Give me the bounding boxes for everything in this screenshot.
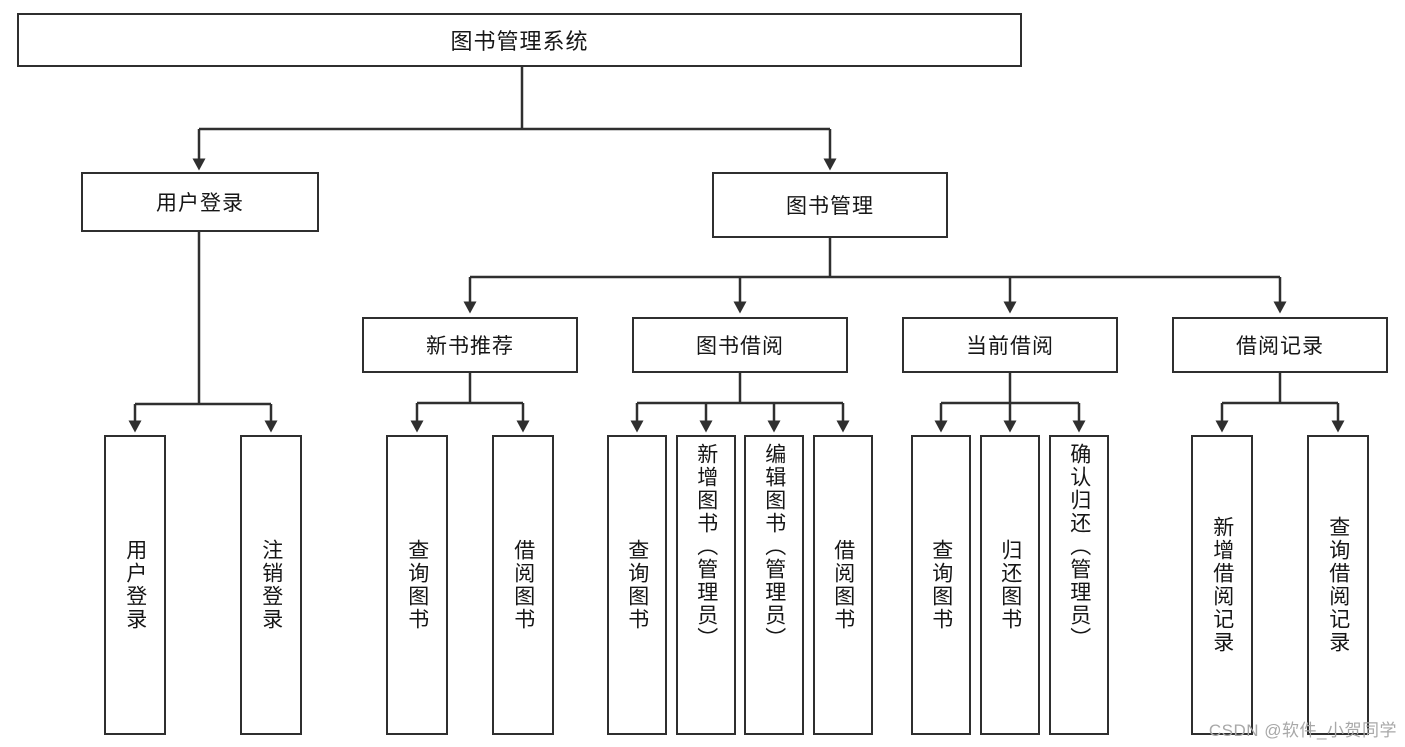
node-label: 图书管理系统 (450, 29, 589, 54)
leaf-label: 借阅图书 (511, 539, 535, 631)
leaf-borrow-query-book[interactable]: 查询图书 (607, 435, 667, 735)
leaf-user-login[interactable]: 用户登录 (104, 435, 166, 735)
leaf-text-wrap: 确认归还（管理员） (1051, 437, 1107, 739)
leaf-label: 查询图书 (625, 539, 649, 631)
leaf-text-wrap: 注销登录 (242, 437, 300, 733)
leaf-current-confirm-return-admin[interactable]: 确认归还（管理员） (1049, 435, 1109, 735)
leaf-record-add-borrow-record[interactable]: 新增借阅记录 (1191, 435, 1253, 735)
leaf-text-wrap: 用户登录 (106, 437, 164, 733)
node-new-book-recommend[interactable]: 新书推荐 (362, 317, 578, 373)
leaf-label: 查询图书 (929, 539, 953, 631)
node-book-borrow[interactable]: 图书借阅 (632, 317, 848, 373)
leaf-label: 新增借阅记录 (1210, 516, 1234, 654)
leaf-text-wrap: 查询图书 (609, 437, 665, 733)
leaf-label: 归还图书 (998, 539, 1022, 631)
leaf-current-query-book[interactable]: 查询图书 (911, 435, 971, 735)
leaf-label: 新增图书（管理员） (694, 443, 718, 650)
leaf-record-query-borrow-record[interactable]: 查询借阅记录 (1307, 435, 1369, 735)
leaf-label: 查询图书 (405, 539, 429, 631)
leaf-text-wrap: 编辑图书（管理员） (746, 437, 802, 739)
leaf-user-logout[interactable]: 注销登录 (240, 435, 302, 735)
node-label: 新书推荐 (426, 335, 514, 358)
leaf-borrow-add-book-admin[interactable]: 新增图书（管理员） (676, 435, 736, 735)
leaf-text-wrap: 新增借阅记录 (1193, 437, 1251, 733)
leaf-borrow-borrow-book[interactable]: 借阅图书 (813, 435, 873, 735)
node-label: 当前借阅 (966, 335, 1054, 358)
leaf-text-wrap: 归还图书 (982, 437, 1038, 733)
leaf-label: 注销登录 (259, 539, 283, 631)
leaf-text-wrap: 借阅图书 (494, 437, 552, 733)
node-current-borrow[interactable]: 当前借阅 (902, 317, 1118, 373)
leaf-text-wrap: 新增图书（管理员） (678, 437, 734, 739)
leaf-label: 确认归还（管理员） (1067, 443, 1091, 650)
leaf-label: 用户登录 (123, 539, 147, 631)
leaf-recommend-query-book[interactable]: 查询图书 (386, 435, 448, 735)
leaf-text-wrap: 查询图书 (388, 437, 446, 733)
node-book-management[interactable]: 图书管理 (712, 172, 948, 238)
leaf-borrow-edit-book-admin[interactable]: 编辑图书（管理员） (744, 435, 804, 735)
leaf-label: 查询借阅记录 (1326, 516, 1350, 654)
node-borrow-record[interactable]: 借阅记录 (1172, 317, 1388, 373)
node-user-login[interactable]: 用户登录 (81, 172, 319, 232)
node-label: 图书借阅 (696, 335, 784, 358)
leaf-label: 编辑图书（管理员） (762, 443, 786, 650)
node-label: 用户登录 (156, 192, 244, 215)
node-label: 借阅记录 (1236, 335, 1324, 358)
node-root-system[interactable]: 图书管理系统 (17, 13, 1022, 67)
leaf-text-wrap: 查询借阅记录 (1309, 437, 1367, 733)
leaf-recommend-borrow-book[interactable]: 借阅图书 (492, 435, 554, 735)
leaf-current-return-book[interactable]: 归还图书 (980, 435, 1040, 735)
leaf-label: 借阅图书 (831, 539, 855, 631)
leaf-text-wrap: 查询图书 (913, 437, 969, 733)
leaf-text-wrap: 借阅图书 (815, 437, 871, 733)
csdn-watermark: CSDN @软件_小贺同学 (1208, 721, 1397, 740)
node-label: 图书管理 (786, 195, 874, 218)
